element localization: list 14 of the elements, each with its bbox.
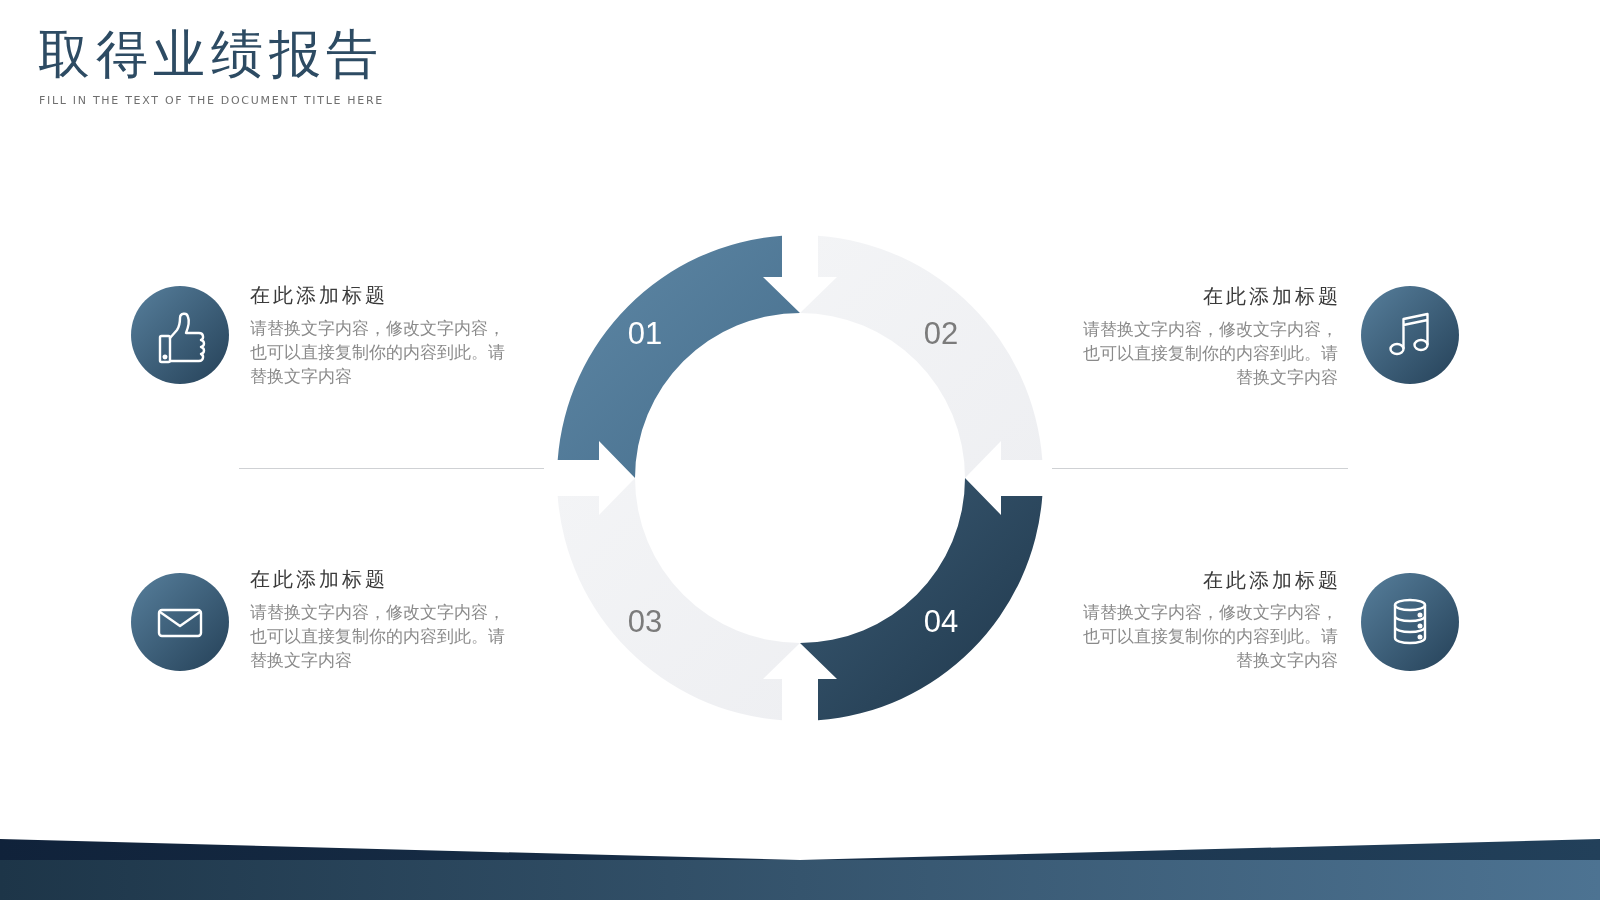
step-number: 03 — [627, 604, 663, 640]
subtitle: FILL IN THE TEXT OF THE DOCUMENT TITLE HERE — [39, 94, 384, 108]
section-heading: 在此添加标题 — [250, 566, 389, 592]
step-number: 02 — [923, 316, 959, 352]
body-text: 请替换文字内容，修改文字内容，也可以直接复制你的内容到此。请替换文字内容 — [1082, 319, 1338, 389]
step-number: 04 — [923, 604, 959, 640]
body-text: 请替换文字内容，修改文字内容，也可以直接复制你的内容到此。请替换文字内容 — [250, 318, 506, 388]
body-text: 请替换文字内容，修改文字内容，也可以直接复制你的内容到此。请替换文字内容 — [1082, 602, 1338, 672]
slide-title: 取得业绩报告 — [38, 23, 384, 86]
section-heading: 在此添加标题 — [250, 282, 389, 308]
section-heading: 在此添加标题 — [1202, 567, 1341, 593]
step-number: 01 — [627, 316, 663, 352]
body-text: 请替换文字内容，修改文字内容，也可以直接复制你的内容到此。请替换文字内容 — [250, 602, 506, 672]
section-heading: 在此添加标题 — [1202, 283, 1341, 309]
